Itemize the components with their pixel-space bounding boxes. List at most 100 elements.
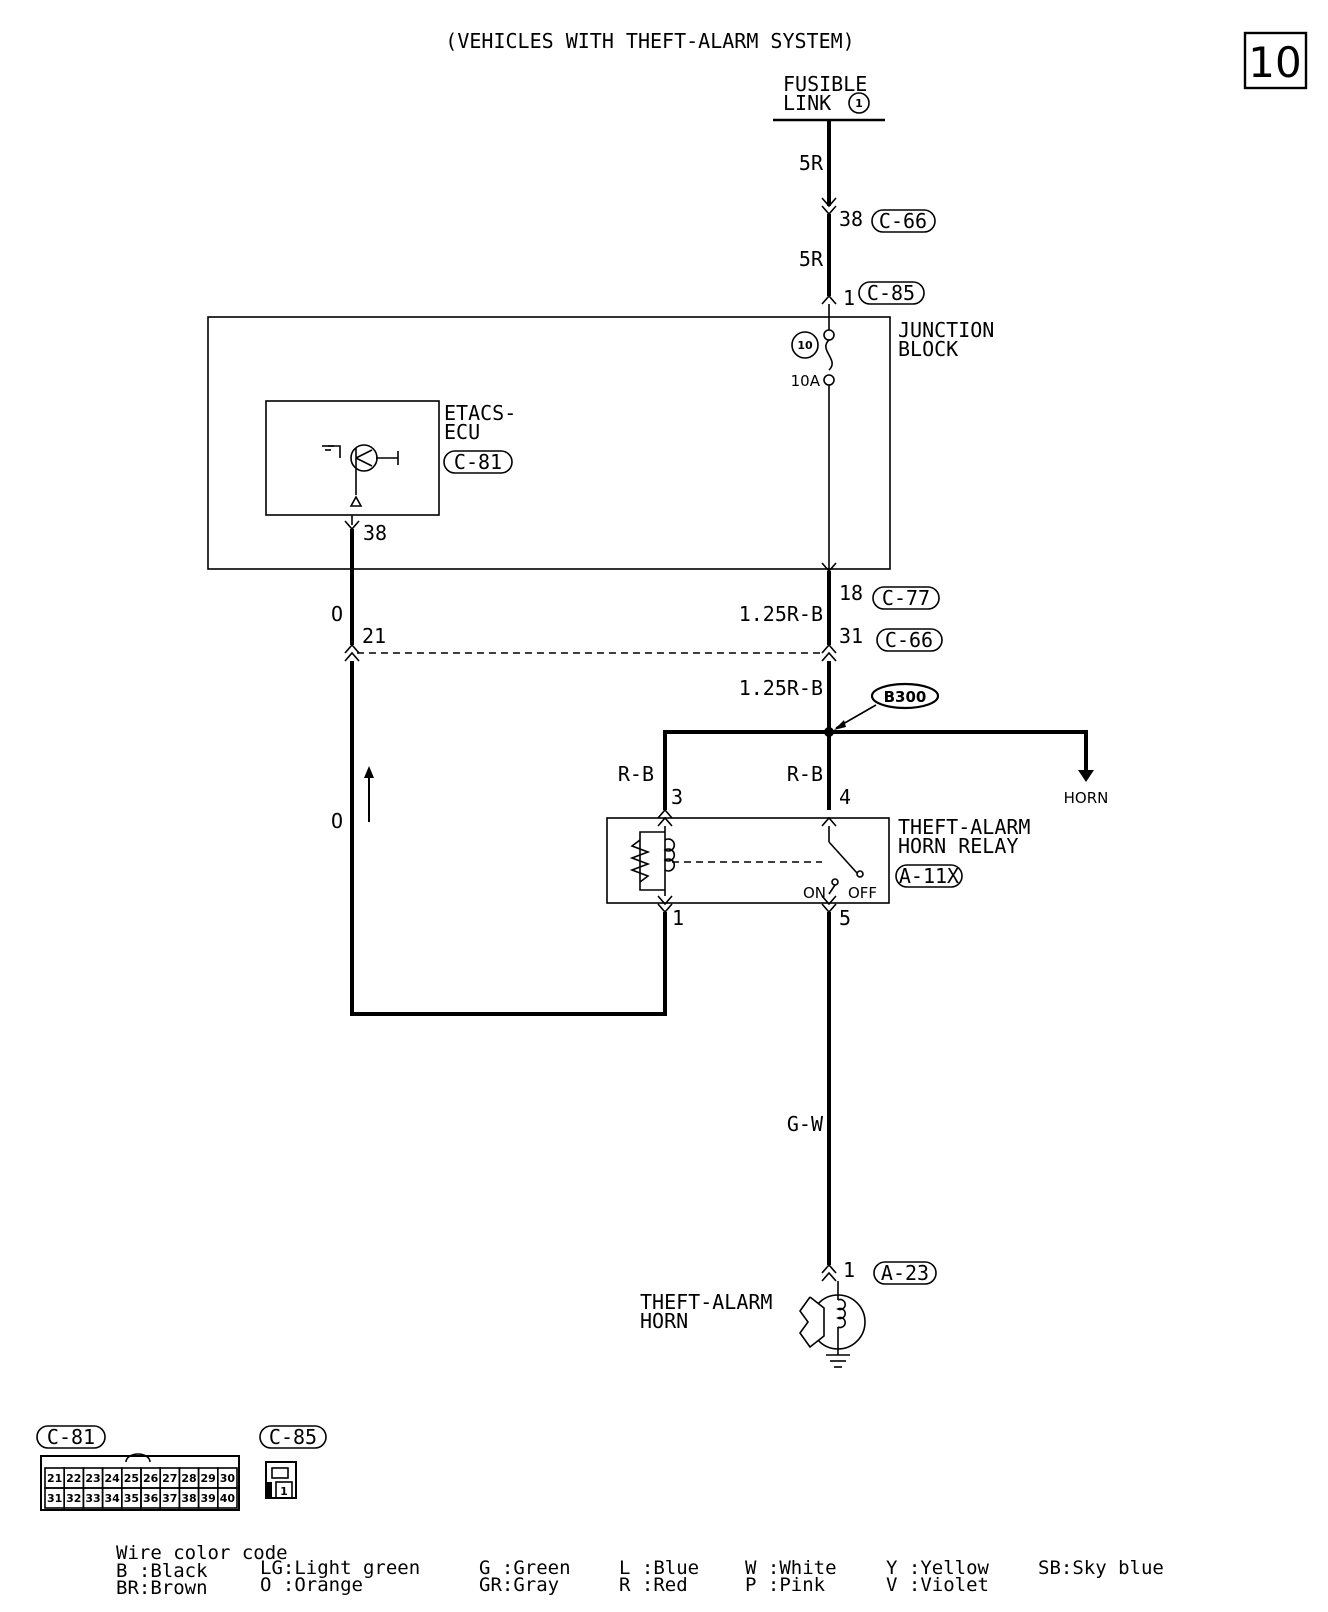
connector-c85-id: C-85 bbox=[867, 281, 915, 305]
c81-pin-label: 37 bbox=[162, 1492, 177, 1505]
diagram-title: (VEHICLES WITH THEFT-ALARM SYSTEM) bbox=[445, 29, 854, 53]
connector-c66-mid-tag bbox=[876, 628, 943, 652]
relay-on-label: ON bbox=[803, 884, 826, 902]
connector-c77-tag bbox=[872, 586, 940, 610]
relay-pin-4: 4 bbox=[839, 785, 851, 809]
connector-c66-mid-pin: 31 bbox=[839, 624, 863, 648]
splice-b300-tag bbox=[870, 682, 940, 710]
page-number: 10 bbox=[1248, 38, 1301, 87]
c81-pin-label: 28 bbox=[181, 1472, 196, 1485]
horn-label-2: HORN bbox=[640, 1309, 688, 1333]
ground-icon bbox=[826, 1354, 850, 1368]
horn-relay-label-1: THEFT-ALARM bbox=[898, 815, 1030, 839]
splice-pointer-arrow bbox=[834, 720, 846, 730]
c81-pin-label: 27 bbox=[162, 1472, 177, 1485]
connector-a23-tag bbox=[873, 1261, 937, 1285]
relay-off-label: OFF bbox=[848, 884, 877, 902]
splice-b300: B300 bbox=[884, 688, 927, 706]
junction-block-label-1: JUNCTION bbox=[898, 318, 994, 342]
horn-relay-label-2: HORN RELAY bbox=[898, 834, 1018, 858]
connector-symbol-pin3-2 bbox=[657, 816, 673, 827]
ecu-pin-38: 38 bbox=[363, 521, 387, 545]
c81-pin-label: 40 bbox=[220, 1492, 236, 1505]
c81-pin-label: 25 bbox=[124, 1472, 139, 1485]
c81-pin-label: 35 bbox=[124, 1492, 139, 1505]
horn-relay-box bbox=[606, 817, 890, 904]
current-flow-arrowhead bbox=[364, 766, 374, 778]
fuse-10-symbol bbox=[825, 339, 833, 371]
c81-pin-label: 23 bbox=[85, 1472, 100, 1485]
color-code-entry: P :Pink bbox=[745, 1574, 826, 1596]
legend-c81-tag bbox=[36, 1425, 106, 1449]
connector-c81-tag bbox=[443, 450, 513, 474]
color-code-entry: GR:Gray bbox=[479, 1574, 559, 1596]
connector-c77-id: C-77 bbox=[882, 586, 930, 610]
etacs-ecu-label-2: ECU bbox=[444, 420, 480, 444]
connector-a11x-id: A-11X bbox=[899, 864, 959, 888]
color-code-entry: V :Violet bbox=[886, 1574, 989, 1596]
connector-a11x-tag bbox=[895, 864, 963, 888]
connector-c66-top-pin: 38 bbox=[839, 207, 863, 231]
etacs-ecu-box bbox=[265, 400, 440, 516]
color-code-entry: G :Green bbox=[479, 1557, 571, 1579]
legend-c81-id: C-81 bbox=[47, 1425, 95, 1449]
legend-c85-id: C-85 bbox=[269, 1425, 317, 1449]
fuse-terminal-top bbox=[823, 329, 835, 341]
page-number-box bbox=[1243, 31, 1308, 90]
color-code-entry: SB:Sky blue bbox=[1038, 1557, 1164, 1579]
connector-symbol-pin1 bbox=[657, 895, 673, 906]
legend-c85-connector: 1 bbox=[265, 1461, 297, 1499]
fuse-terminal-bottom bbox=[823, 374, 835, 386]
wire-label-125rb-upper: 1.25R-B bbox=[739, 602, 823, 626]
color-code-title: Wire color code bbox=[116, 1542, 288, 1564]
c81-pin-label: 26 bbox=[143, 1472, 159, 1485]
connector-symbol-c66-left bbox=[344, 643, 360, 654]
color-code-entry: R :Red bbox=[619, 1574, 688, 1596]
connector-c85-pin: 1 bbox=[843, 286, 855, 310]
c81-pin-label: 24 bbox=[105, 1472, 121, 1485]
connector-c77-pin: 18 bbox=[839, 581, 863, 605]
wire-label-5r-top: 5R bbox=[799, 151, 824, 175]
c81-pin-label: 39 bbox=[201, 1492, 216, 1505]
connector-symbol-c66-mid bbox=[821, 643, 837, 654]
color-code-entry: BR:Brown bbox=[116, 1577, 208, 1599]
transistor-icon bbox=[322, 444, 399, 507]
wire-label-o-upper: O bbox=[331, 602, 343, 626]
color-code-entry: L :Blue bbox=[619, 1557, 699, 1579]
fuse-number: 10 bbox=[797, 339, 813, 352]
horn-branch-label: HORN bbox=[1064, 789, 1109, 807]
relay-pin-1: 1 bbox=[672, 906, 684, 930]
wire-label-gw: G-W bbox=[787, 1112, 824, 1136]
fuse-number-circle bbox=[791, 331, 819, 359]
fusible-link-label-1: FUSIBLE bbox=[783, 72, 867, 96]
horn-branch-arrow bbox=[1078, 770, 1094, 782]
color-code-entry: B :Black bbox=[116, 1560, 208, 1582]
connector-c66-top-tag bbox=[871, 209, 936, 233]
c81-pin-label: 32 bbox=[66, 1492, 81, 1505]
connector-c66-left-pin: 21 bbox=[362, 624, 386, 648]
relay-switch-icon bbox=[828, 826, 864, 895]
c81-pin-label: 34 bbox=[105, 1492, 121, 1505]
relay-pin-5: 5 bbox=[839, 906, 851, 930]
fuse-rating: 10A bbox=[791, 372, 821, 390]
horn-label-1: THEFT-ALARM bbox=[640, 1290, 772, 1314]
etacs-ecu-label-1: ETACS- bbox=[444, 401, 516, 425]
fusible-link-number-circle bbox=[848, 92, 870, 114]
fusible-link-number: 1 bbox=[855, 97, 863, 110]
connector-symbol-a23-2 bbox=[821, 1271, 837, 1282]
c81-pin-label: 33 bbox=[85, 1492, 100, 1505]
connector-a23-id: A-23 bbox=[881, 1261, 929, 1285]
c81-pin-label: 36 bbox=[143, 1492, 159, 1505]
connector-symbol-c66-top bbox=[821, 197, 837, 208]
wire-label-rb-right: R-B bbox=[787, 762, 823, 786]
relay-pin-3: 3 bbox=[671, 785, 683, 809]
c81-pin-label: 31 bbox=[47, 1492, 62, 1505]
connector-symbol-pin4 bbox=[821, 816, 837, 827]
relay-coil-icon bbox=[629, 826, 676, 896]
connector-c66-top-id: C-66 bbox=[879, 209, 927, 233]
connector-symbol-c66-left-2 bbox=[344, 651, 360, 662]
wire-o-lower bbox=[350, 661, 667, 1016]
junction-block-box bbox=[207, 316, 891, 570]
